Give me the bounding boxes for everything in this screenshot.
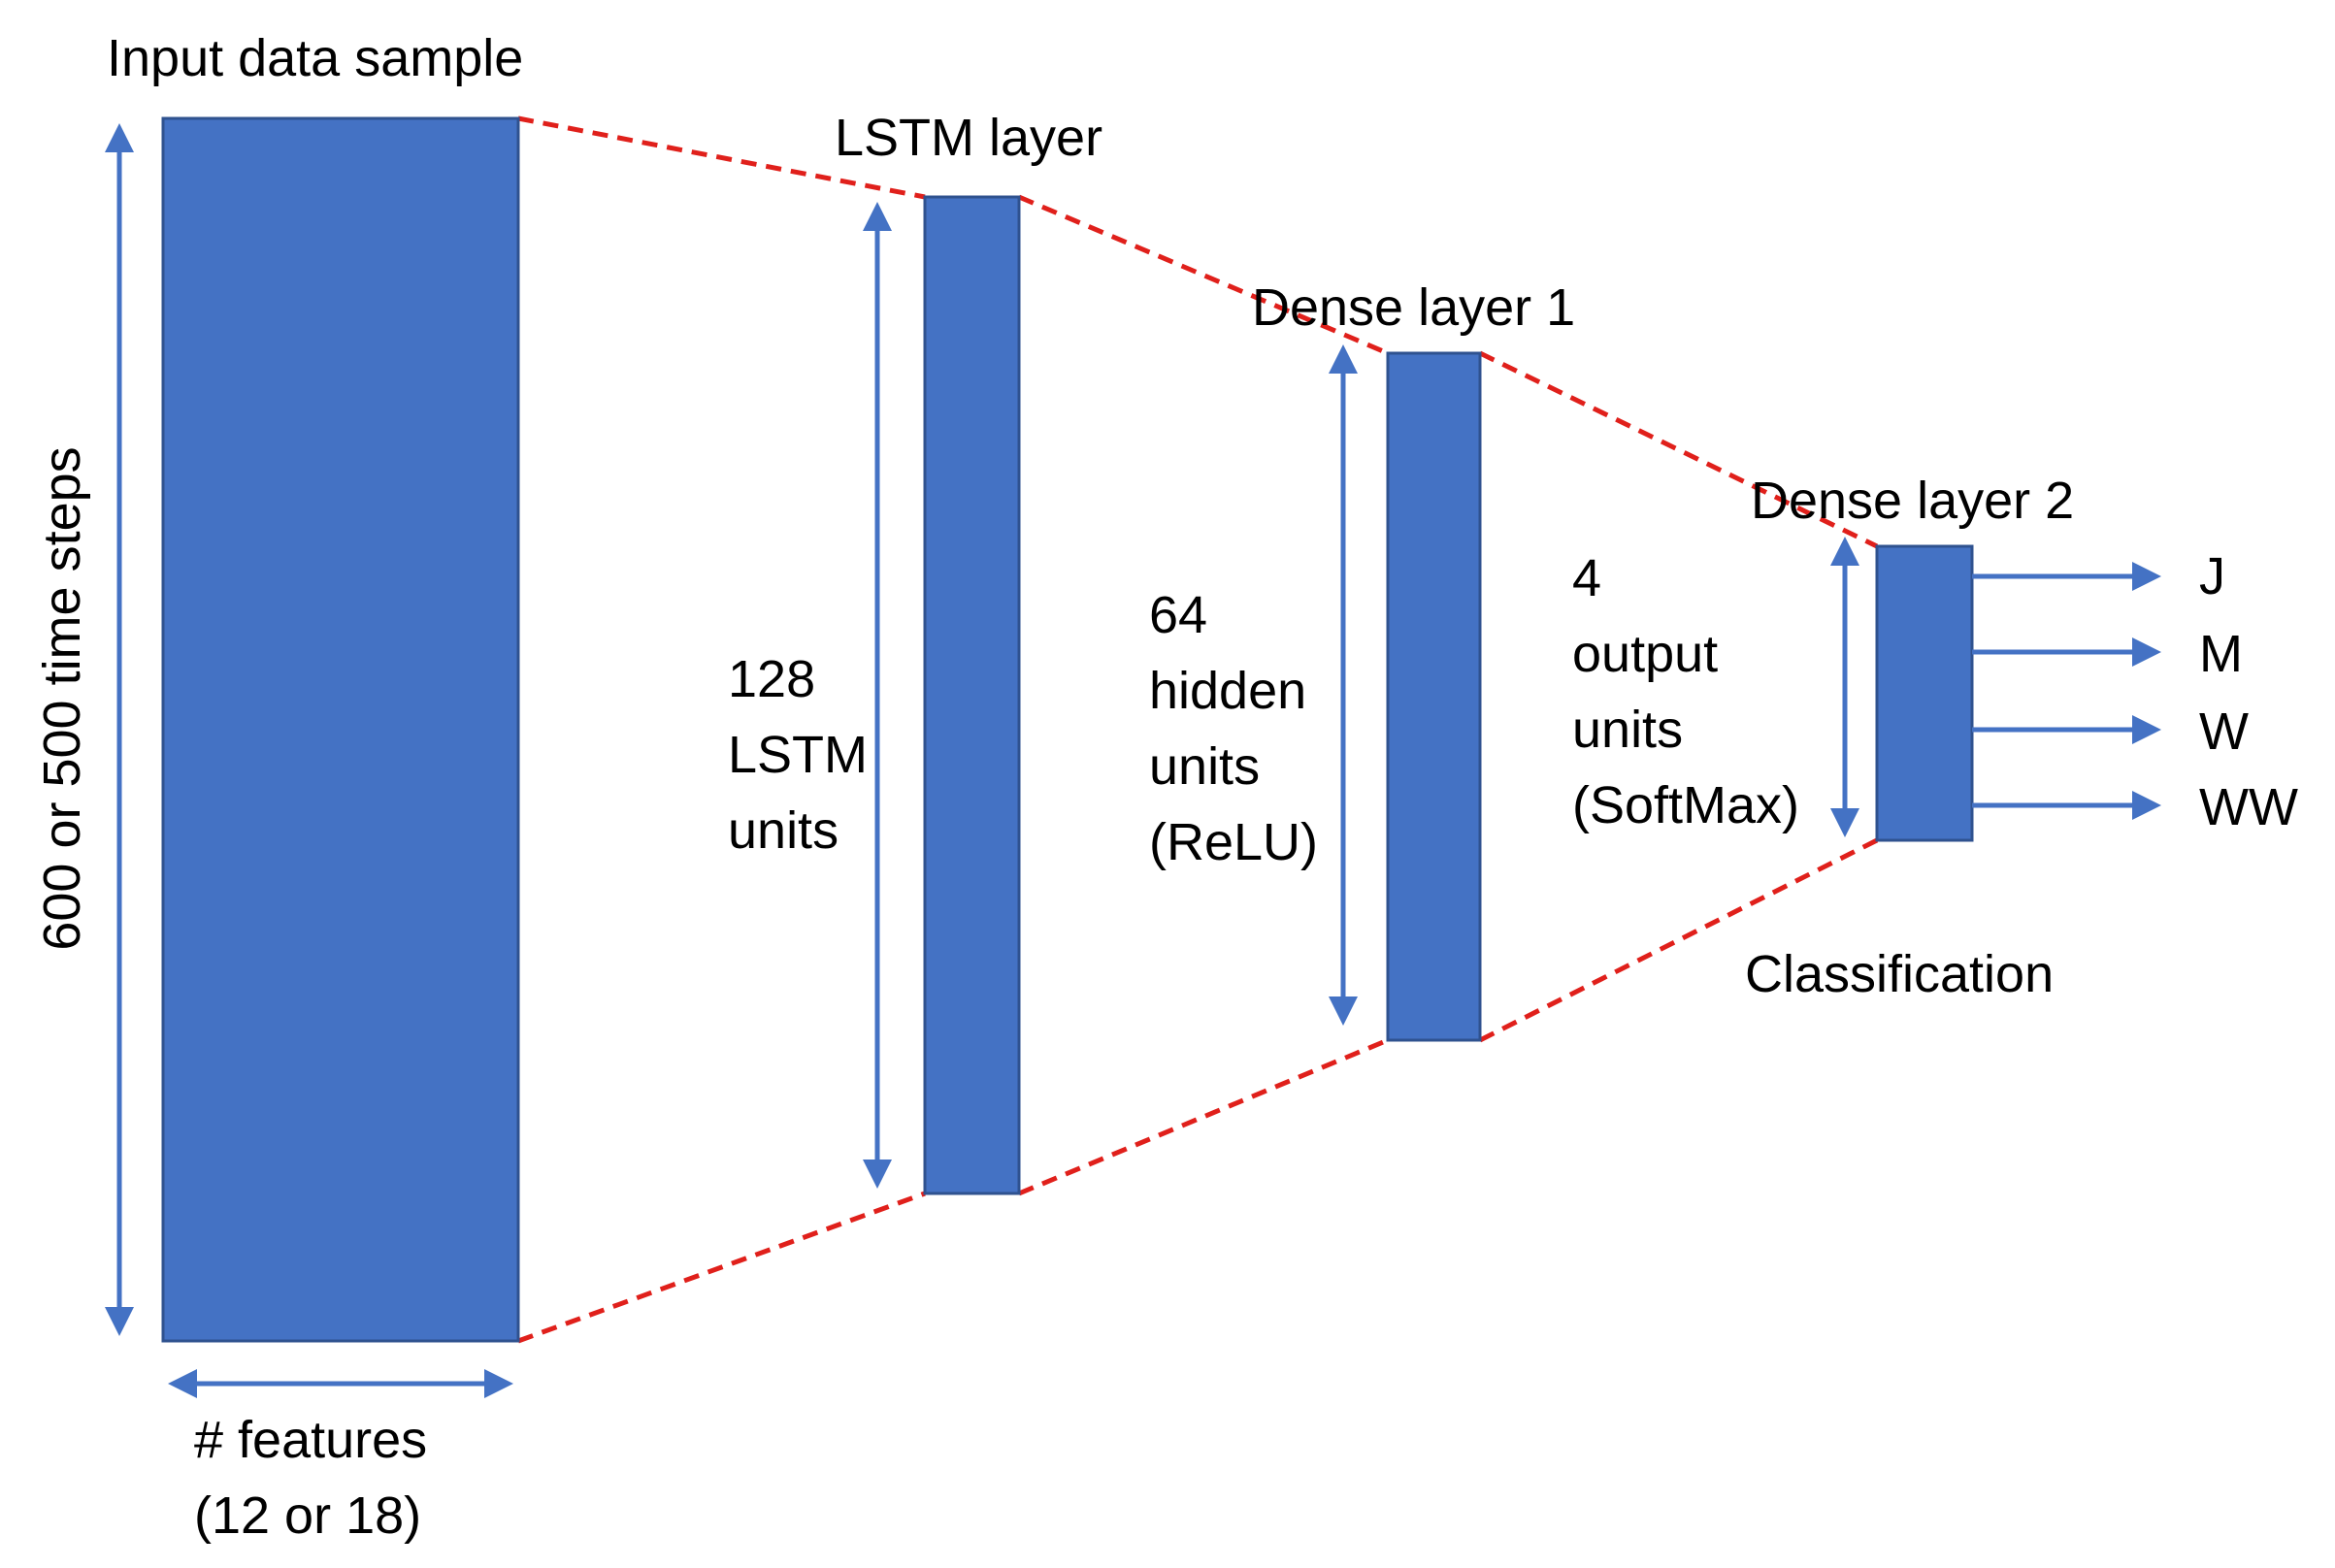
dimension-arrows xyxy=(105,123,1859,1398)
dense2-desc-line3: units xyxy=(1572,701,1683,759)
lstm-desc-line2: LSTM xyxy=(728,726,868,784)
input-width-label-line2: (12 or 18) xyxy=(194,1486,421,1545)
dense1-desc-line3: units xyxy=(1149,737,1260,796)
output-class-ww: WW xyxy=(2199,778,2298,836)
dense-layer-2-title: Dense layer 2 xyxy=(1751,472,2074,530)
lstm-layer-title: LSTM layer xyxy=(835,109,1102,167)
classification-caption: Classification xyxy=(1745,945,2054,1003)
input-width-label-line1: # features xyxy=(194,1411,427,1469)
connector-lstm-dense1-top xyxy=(1018,194,1389,356)
dense2-desc-line2: output xyxy=(1572,625,1718,683)
dense1-desc-line4: (ReLU) xyxy=(1149,813,1318,871)
dense1-desc-line2: hidden xyxy=(1149,662,1306,720)
connector-dense1-dense2-bottom xyxy=(1478,837,1879,1043)
layer-connectors xyxy=(517,115,1879,1344)
output-arrows xyxy=(1972,562,2161,820)
lstm-desc-line3: units xyxy=(728,801,839,860)
dense1-desc-line1: 64 xyxy=(1149,586,1207,644)
connector-dense1-dense2-top xyxy=(1478,350,1879,549)
lstm-layer-block xyxy=(923,195,1021,1195)
dense-layer-2-block xyxy=(1875,544,1974,842)
connector-lstm-dense1-bottom xyxy=(1018,1037,1389,1196)
lstm-desc-line1: 128 xyxy=(728,650,815,708)
output-class-m: M xyxy=(2199,625,2243,683)
dense2-desc-line4: (SoftMax) xyxy=(1572,776,1799,834)
dense2-desc-line1: 4 xyxy=(1572,549,1601,607)
output-class-j: J xyxy=(2199,547,2225,605)
input-layer-title: Input data sample xyxy=(107,29,523,87)
input-data-block xyxy=(161,116,520,1343)
output-class-w: W xyxy=(2199,702,2249,761)
input-height-label: 600 or 500 time steps xyxy=(33,446,91,950)
connector-input-lstm-bottom xyxy=(517,1191,926,1344)
connector-input-lstm-top xyxy=(517,115,926,200)
dense-layer-1-title: Dense layer 1 xyxy=(1252,278,1575,337)
dense-layer-1-block xyxy=(1386,351,1482,1042)
